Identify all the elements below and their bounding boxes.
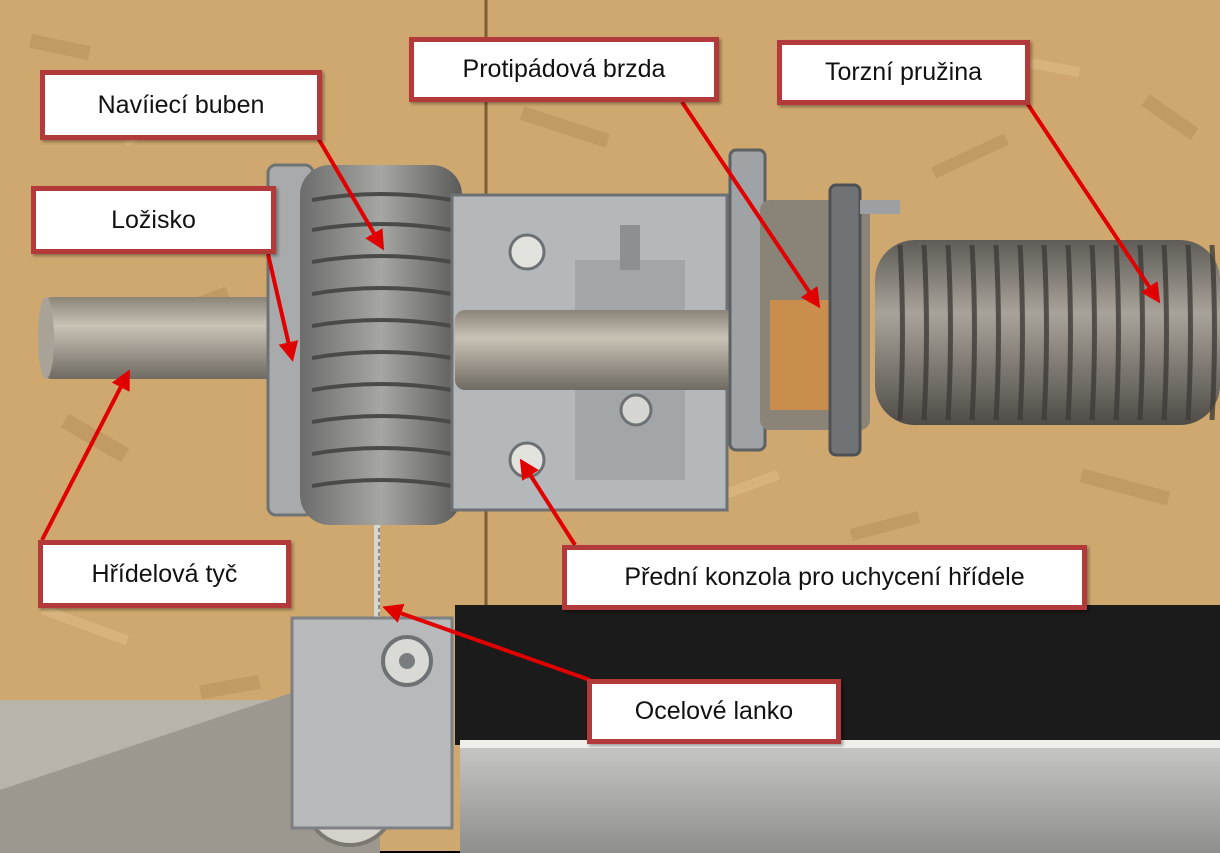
arrow-to-shaft-rod (40, 369, 130, 541)
arrow-to-torsion-spring (1023, 98, 1161, 304)
arrow-to-steel-cable (382, 603, 591, 682)
arrow-to-front-bracket (519, 458, 577, 547)
bearing-label: Ložisko (31, 186, 276, 254)
steel-cable-label: Ocelové lanko (587, 679, 841, 744)
winding-drum-label: Navíiecí buben (40, 70, 322, 140)
arrow-to-winding-drum (316, 136, 385, 251)
front-bracket-label: Přední konzola pro uchycení hřídele (562, 545, 1087, 610)
arrow-to-brake (680, 100, 821, 309)
anti-fall-brake-label: Protipádová brzda (409, 37, 719, 102)
shaft-rod-label: Hřídelová tyč (38, 540, 291, 608)
torsion-spring-label: Torzní pružina (777, 40, 1030, 105)
arrow-to-bearing (266, 253, 299, 362)
